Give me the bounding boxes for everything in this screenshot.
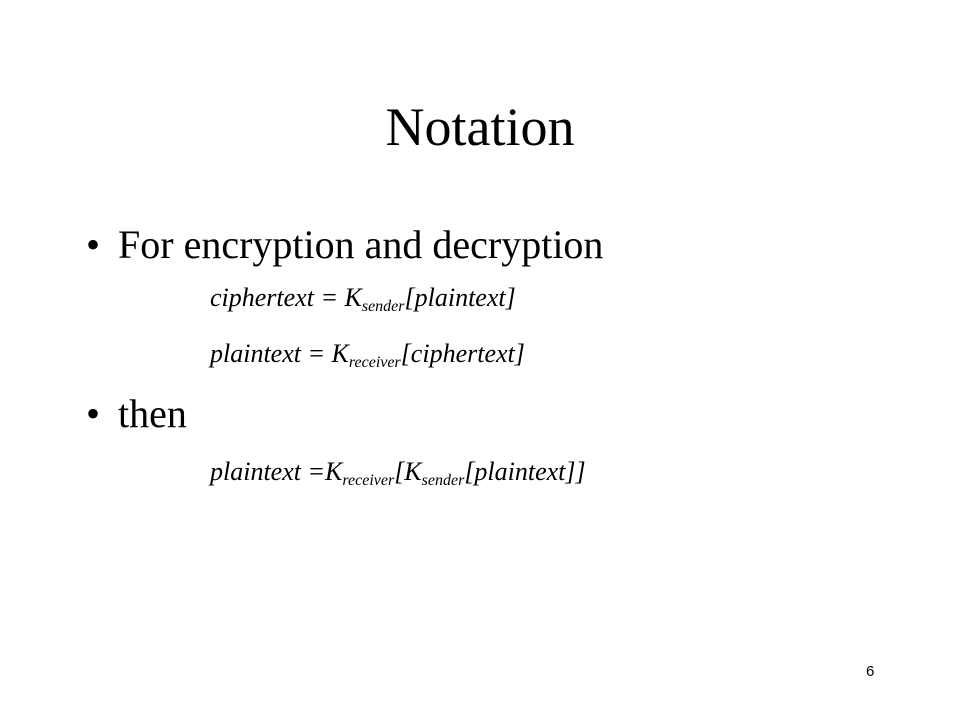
bullet-then: • then xyxy=(86,391,187,437)
bullet-text: For encryption and decryption xyxy=(118,222,604,267)
formula-encrypt: ciphertext = Ksender[plaintext] xyxy=(210,282,516,315)
formula-rhs: [plaintext]] xyxy=(464,457,586,486)
formula-lhs: plaintext = K xyxy=(210,339,349,368)
bullet-encryption-decryption: • For encryption and decryption xyxy=(86,222,603,268)
bullet-marker: • xyxy=(86,222,101,267)
slide-title: Notation xyxy=(385,97,575,157)
bullet-marker: • xyxy=(86,391,101,436)
formula-subscript-receiver: receiver xyxy=(342,472,395,489)
formula-rhs: [plaintext] xyxy=(404,283,516,312)
formula-combined: plaintext =Kreceiver[Ksender[plaintext]] xyxy=(210,456,586,489)
formula-mid: [K xyxy=(394,457,422,486)
bullet-text: then xyxy=(118,391,187,436)
page-number: 6 xyxy=(866,663,875,680)
formula-subscript: sender xyxy=(361,298,405,315)
formula-lhs: plaintext =K xyxy=(210,457,343,486)
formula-subscript: receiver xyxy=(348,354,401,371)
formula-decrypt: plaintext = Kreceiver[ciphertext] xyxy=(210,338,525,371)
formula-lhs: ciphertext = K xyxy=(210,283,362,312)
formula-subscript-sender: sender xyxy=(421,472,465,489)
formula-rhs: [ciphertext] xyxy=(400,339,525,368)
